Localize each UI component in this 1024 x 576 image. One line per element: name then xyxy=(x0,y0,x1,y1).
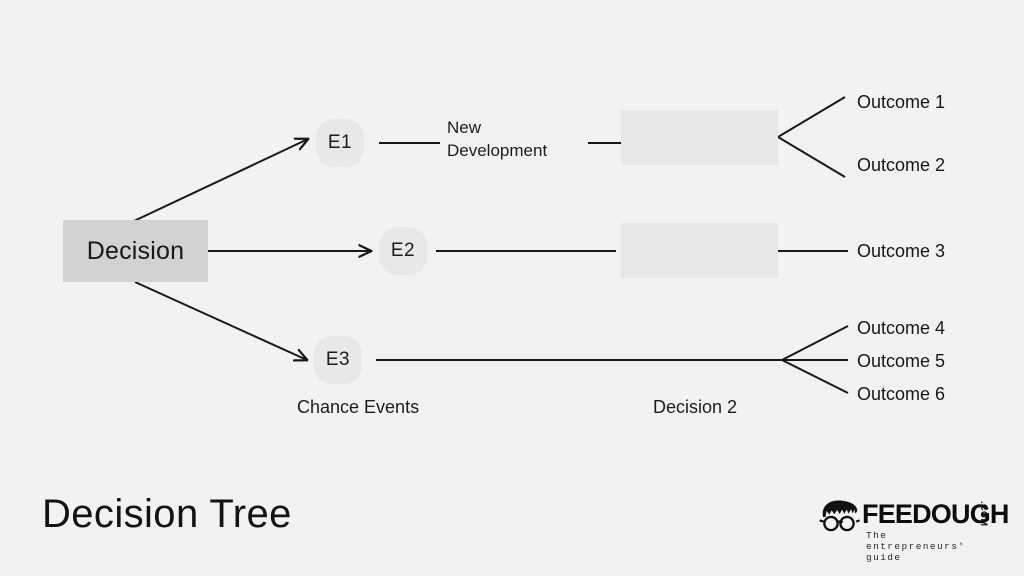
chance-node-e3-label: E3 xyxy=(325,349,351,370)
feedough-tagline: The entrepreneurs' guide xyxy=(866,530,966,563)
decision-box-1[interactable] xyxy=(621,110,778,165)
edge-box1-outcome1 xyxy=(777,96,846,138)
decision-box-2[interactable] xyxy=(621,223,778,278)
edge-decision-e1 xyxy=(133,139,308,222)
chance-node-e3[interactable]: E3 xyxy=(314,336,362,384)
outcome-label-4: Outcome 4 xyxy=(857,318,946,338)
outcome-label-1: Outcome 1 xyxy=(857,92,946,112)
feedough-logo: FEEDOUGH .COM The entrepreneurs' guide xyxy=(818,497,1009,563)
outcome-label-2: Outcome 2 xyxy=(857,155,946,175)
edge-junction-outcome4 xyxy=(781,325,849,361)
feedough-domain-suffix: .COM xyxy=(979,501,989,527)
chance-node-e1[interactable]: E1 xyxy=(316,119,364,167)
edge-label-new-development: New Development xyxy=(447,118,548,160)
edge-decision-e3 xyxy=(134,281,307,360)
page-title: Decision Tree xyxy=(42,492,292,536)
outcome-label-3: Outcome 3 xyxy=(857,241,946,261)
caption-decision-2: Decision 2 xyxy=(653,397,738,417)
outcome-label-6: Outcome 6 xyxy=(857,384,946,404)
edge-junction-outcome6 xyxy=(781,359,849,394)
feedough-face-icon xyxy=(819,500,860,532)
chance-node-e2-label: E2 xyxy=(390,240,416,261)
feedough-wordmark: FEEDOUGH xyxy=(862,499,1009,529)
chance-node-e2[interactable]: E2 xyxy=(379,227,427,275)
edge-box1-outcome2 xyxy=(777,136,846,178)
outcome-label-5: Outcome 5 xyxy=(857,351,946,371)
decision-root-label: Decision xyxy=(86,236,185,265)
caption-chance-events: Chance Events xyxy=(297,397,420,417)
decision-root-node[interactable]: Decision xyxy=(63,220,208,282)
chance-node-e1-label: E1 xyxy=(327,132,353,153)
